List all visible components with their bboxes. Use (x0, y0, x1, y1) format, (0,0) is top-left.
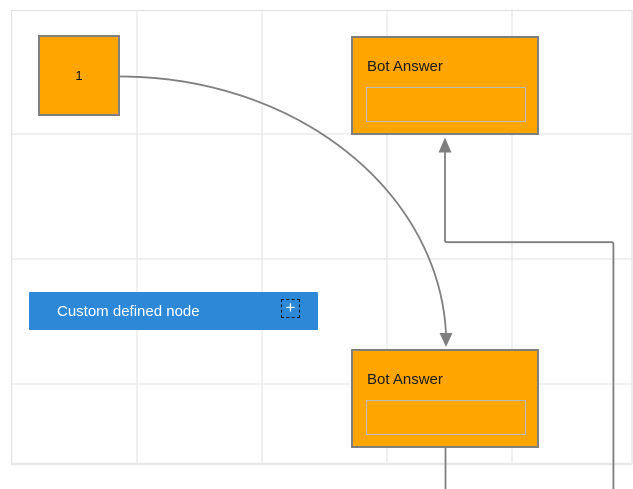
connector-curved[interactable] (119, 75, 453, 347)
node-title: Bot Answer (367, 58, 443, 75)
bot-answer-field[interactable] (366, 87, 526, 122)
node-bot-answer-top[interactable]: Bot Answer (351, 36, 539, 135)
node-title: Bot Answer (367, 371, 443, 388)
connector-curved-path[interactable] (119, 75, 447, 334)
node-bot-answer-bottom[interactable]: Bot Answer (351, 349, 539, 448)
node-start[interactable]: 1 (38, 35, 120, 116)
connector-orthogonal[interactable] (438, 137, 615, 489)
add-port-button[interactable]: + (281, 299, 300, 318)
plus-icon: + (285, 298, 296, 317)
node-custom-defined-label: Custom defined node (57, 302, 200, 320)
node-custom-defined[interactable]: Custom defined node + (29, 292, 318, 330)
node-start-label: 1 (75, 68, 83, 83)
arrowhead-down-icon (439, 333, 453, 347)
bot-answer-field[interactable] (366, 400, 526, 435)
arrowhead-up-icon (438, 137, 452, 153)
connector-orthogonal-path[interactable] (444, 152, 615, 489)
